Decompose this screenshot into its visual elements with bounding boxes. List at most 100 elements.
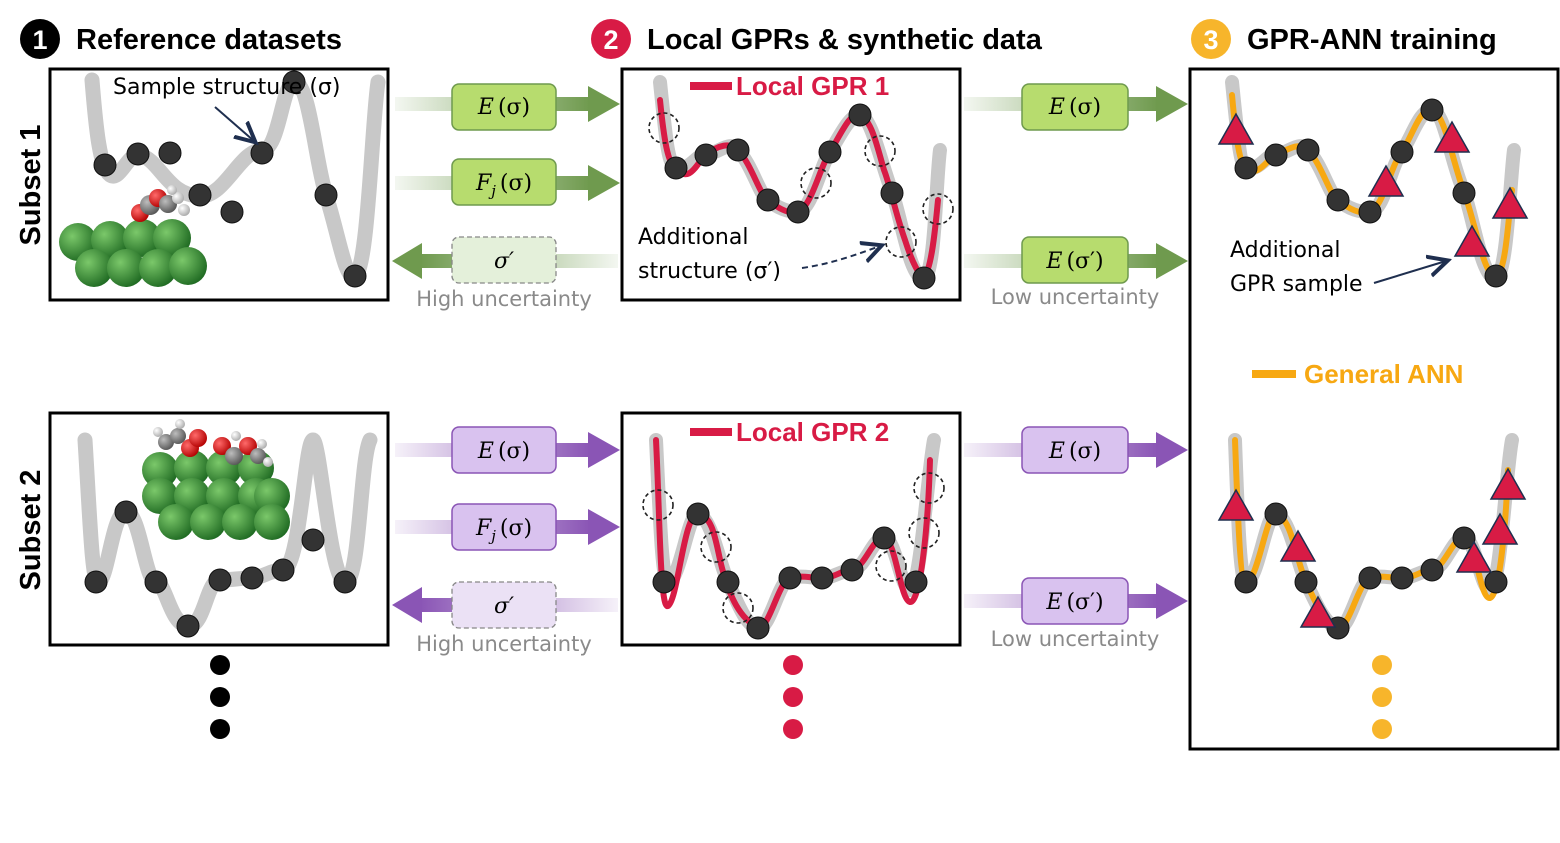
- sample-point: [652, 570, 676, 594]
- uncertain-structure-circle: [648, 112, 680, 144]
- energy-prime-label: E(σ′): [1045, 590, 1103, 615]
- section-2-number: 2: [603, 25, 618, 55]
- force-box: [451, 503, 557, 551]
- additional-structure-pointer: [801, 246, 880, 269]
- energy-label: E(σ): [1048, 439, 1101, 464]
- arrows-subset-1-left: E(σ) Fj(σ) σ′ High uncertainty: [392, 83, 620, 311]
- ann-points-1: [1234, 98, 1508, 288]
- section-3-header: 3 GPR-ANN training: [1191, 19, 1497, 59]
- copper-slab: [142, 419, 290, 540]
- sample-point: [818, 140, 842, 164]
- reference-panel-1: [48, 67, 390, 302]
- gpr-sample-triangle: [1217, 488, 1255, 521]
- low-uncertainty-label-1: Low uncertainty: [991, 285, 1160, 309]
- gpr-panel-2: [620, 411, 962, 647]
- uncertain-structure-circle: [700, 531, 732, 563]
- sigma-prime-label: σ′: [494, 249, 514, 274]
- gpr-samples-2: [1217, 467, 1527, 628]
- sample-point: [664, 156, 688, 180]
- sample-point: [1326, 188, 1350, 212]
- section-1-title: Reference datasets: [76, 24, 342, 56]
- arrow-head: [588, 165, 620, 201]
- general-ann-legend: General ANN: [1252, 359, 1463, 389]
- sample-point: [114, 500, 138, 524]
- additional-structure-label-line2: structure (σ′): [638, 259, 781, 284]
- sample-point: [220, 200, 244, 224]
- uncertain-structure-circle: [922, 193, 954, 225]
- arrow-head: [392, 243, 422, 279]
- sample-point: [880, 181, 904, 205]
- force-box: [451, 158, 557, 206]
- arrow-head: [588, 509, 620, 545]
- arrow-head: [392, 587, 422, 623]
- uncertain-structures-1: [648, 112, 954, 258]
- high-uncertainty-label-1: High uncertainty: [416, 287, 592, 311]
- sample-point: [810, 566, 834, 590]
- gpr-sample-triangle: [1433, 120, 1471, 153]
- sample-point: [786, 200, 810, 224]
- sample-point: [333, 570, 357, 594]
- local-gpr-2-legend: Local GPR 2: [690, 417, 889, 447]
- gpr-landscape-2: Local GPR 2: [642, 417, 945, 640]
- sample-point: [726, 138, 750, 162]
- sample-point: [1358, 566, 1382, 590]
- force-label: Fj(σ): [475, 171, 532, 200]
- sigma-prime-box: [451, 236, 557, 284]
- gpr-sample-triangle: [1299, 595, 1337, 628]
- reference-landscape-1: Sample structure (σ): [59, 70, 386, 288]
- energy-prime-box: [1021, 236, 1129, 284]
- continuation-dots-gpr: [783, 655, 803, 739]
- gpr-sample-triangle: [1481, 512, 1519, 545]
- section-2-header: 2 Local GPRs & synthetic data: [591, 19, 1043, 59]
- sample-point: [746, 616, 770, 640]
- subset-2-label: Subset 2: [15, 470, 47, 591]
- additional-gpr-sample-label-line1: Additional: [1230, 238, 1340, 263]
- arrow-head: [1156, 86, 1188, 122]
- ann-landscape-2: [1217, 433, 1527, 640]
- uncertain-structure-circle: [642, 489, 674, 521]
- sample-point: [271, 558, 295, 582]
- sample-point: [1420, 558, 1444, 582]
- continuation-dots-reference: [210, 655, 230, 739]
- uncertain-structure-circle: [800, 167, 832, 199]
- reference-panel-2: [48, 411, 390, 647]
- uncertain-structure-circle: [864, 135, 896, 167]
- energy-label: E(σ): [1048, 95, 1101, 120]
- sample-point: [126, 142, 150, 166]
- gpr-sample-triangle: [1279, 529, 1317, 562]
- gpr-samples-1: [1217, 112, 1529, 257]
- sample-point: [84, 570, 108, 594]
- energy-label: E(σ): [477, 95, 530, 120]
- sample-point: [904, 570, 928, 594]
- section-1-header: 1 Reference datasets: [20, 19, 342, 59]
- local-gpr-1-label: Local GPR 1: [736, 71, 889, 101]
- sample-point: [872, 526, 896, 550]
- sample-point: [1484, 570, 1508, 594]
- sample-point: [208, 568, 232, 592]
- sample-point: [1452, 181, 1476, 205]
- energy-box: [451, 426, 557, 474]
- sample-point: [1264, 143, 1288, 167]
- section-3-number: 3: [1203, 25, 1218, 55]
- sample-point: [778, 566, 802, 590]
- sample-structure-label: Sample structure (σ): [113, 75, 340, 100]
- sample-point: [250, 141, 274, 165]
- sample-point: [1264, 502, 1288, 526]
- sample-point: [694, 143, 718, 167]
- sample-point: [1294, 570, 1318, 594]
- sample-point: [1390, 140, 1414, 164]
- gpr-sample-triangle: [1367, 164, 1405, 197]
- gpr-sample-triangle: [1489, 467, 1527, 500]
- section-3-number-badge: [1191, 19, 1231, 59]
- energy-box: [1021, 426, 1129, 474]
- sample-point: [1234, 570, 1258, 594]
- section-2-title: Local GPRs & synthetic data: [647, 24, 1043, 56]
- sample-point: [1234, 156, 1258, 180]
- sample-point: [1420, 98, 1444, 122]
- sample-point: [848, 103, 872, 127]
- low-uncertainty-label-2: Low uncertainty: [991, 627, 1160, 651]
- sample-point: [188, 183, 212, 207]
- sample-point: [840, 558, 864, 582]
- sample-point: [314, 183, 338, 207]
